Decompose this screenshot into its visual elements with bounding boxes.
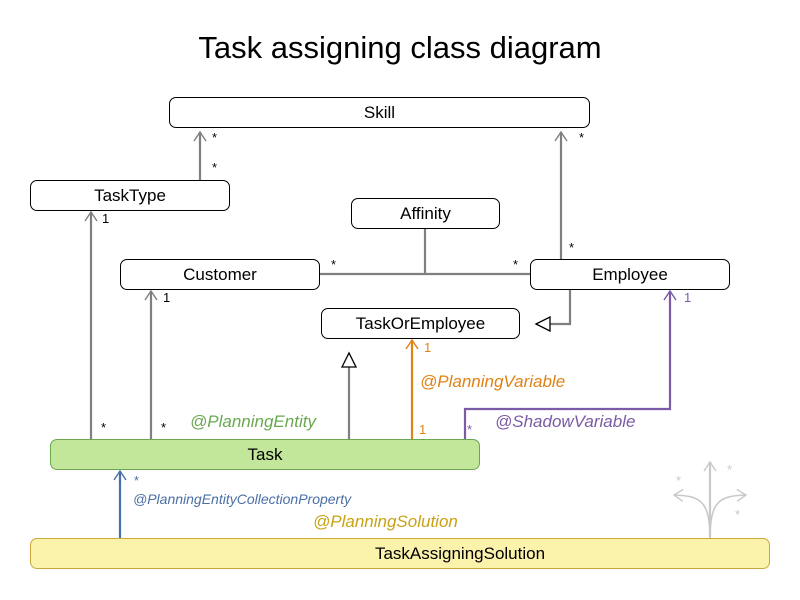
class-label-tasktype: TaskType [94,185,166,205]
annotation-planning-variable: @PlanningVariable [420,372,566,391]
class-box-tasktype[interactable]: TaskType [30,180,230,211]
class-box-taskoremployee[interactable]: TaskOrEmployee [321,308,520,339]
class-box-taskassigningsolution[interactable]: TaskAssigningSolution [30,538,770,569]
mult-employee-affinity: * [513,257,519,272]
mult-shadow-variable-bottom: * [467,422,473,437]
class-box-employee[interactable]: Employee [530,259,730,290]
annotation-planning-solution: @PlanningSolution [313,512,458,531]
mult-planning-variable-bottom: 1 [419,422,427,437]
mult-task-customer-top: 1 [163,290,171,305]
mult-task-tasktype-bottom: * [101,420,107,435]
mult-employee-skill-top: * [579,130,585,145]
class-label-task: Task [247,444,283,464]
annotation-shadow-variable: @ShadowVariable [495,412,636,431]
class-label-taskassigningsolution: TaskAssigningSolution [374,543,546,563]
class-box-skill[interactable]: Skill [169,97,590,128]
class-box-customer[interactable]: Customer [120,259,320,290]
page-title: Task assigning class diagram [198,30,602,65]
connector-employee-inheritance [536,289,572,324]
class-label-affinity: Affinity [400,203,451,223]
class-label-taskoremployee: TaskOrEmployee [355,313,486,333]
mult-tasktype-skill-bottom: * [212,160,218,175]
class-box-task[interactable]: Task [50,439,480,470]
faded-tree-connector [672,460,748,540]
mult-faded-right: * [735,507,741,522]
mult-customer-affinity: * [331,257,337,272]
mult-solution-task: * [134,473,140,488]
annotation-planning-entity-collection-property: @PlanningEntityCollectionProperty [133,491,352,507]
mult-faded-left: * [676,473,682,488]
mult-shadow-variable-top: 1 [684,290,692,305]
mult-employee-skill-bottom: * [569,240,575,255]
mult-faded-up: * [727,462,733,477]
connector-shadow-variable [463,289,677,440]
mult-planning-variable-top: 1 [424,340,432,355]
mult-task-customer-bottom: * [161,420,167,435]
class-label-customer: Customer [183,264,257,284]
class-box-affinity[interactable]: Affinity [351,198,500,229]
annotation-planning-entity: @PlanningEntity [190,412,316,431]
class-label-skill: Skill [363,102,396,122]
mult-task-tasktype-top: 1 [102,211,110,226]
mult-tasktype-skill-top: * [212,130,218,145]
class-label-employee: Employee [592,264,668,284]
